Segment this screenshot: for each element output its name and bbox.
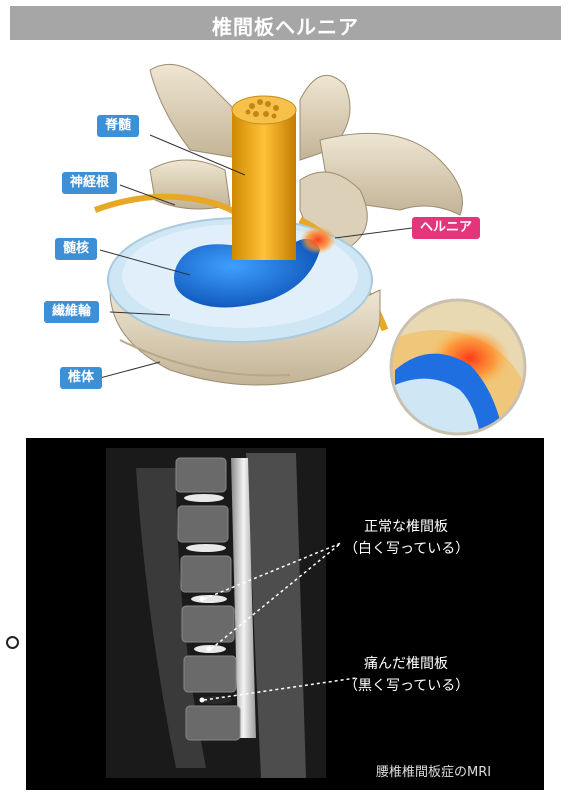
label-spinal-cord: 脊髄 (97, 115, 139, 137)
mri-normal-label-1: 正常な椎間板 (364, 516, 448, 536)
hernia-hotspot (300, 226, 336, 254)
zoom-detail (390, 300, 530, 438)
page-title: 椎間板ヘルニア (10, 11, 561, 40)
label-hernia: ヘルニア (412, 217, 480, 239)
mri-image (26, 438, 544, 790)
bullet-mark (6, 636, 19, 649)
spinal-cord (232, 96, 296, 260)
label-nucleus: 髄核 (55, 238, 97, 260)
label-annulus: 繊維輪 (44, 301, 99, 323)
mri-damaged-label-2: （黒く写っている） (344, 675, 469, 695)
title-bar: 椎間板ヘルニア (10, 6, 561, 40)
mri-damaged-label-1: 痛んだ椎間板 (364, 653, 448, 673)
mri-normal-label-2: （白く写っている） (344, 538, 469, 558)
mri-caption: 腰椎椎間板症のMRI (376, 761, 491, 780)
label-nerve-root: 神経根 (62, 172, 117, 194)
mri-panel: 正常な椎間板 （白く写っている） 痛んだ椎間板 （黒く写っている） 腰椎椎間板症… (26, 438, 544, 790)
label-vertebral-body: 椎体 (60, 367, 102, 389)
